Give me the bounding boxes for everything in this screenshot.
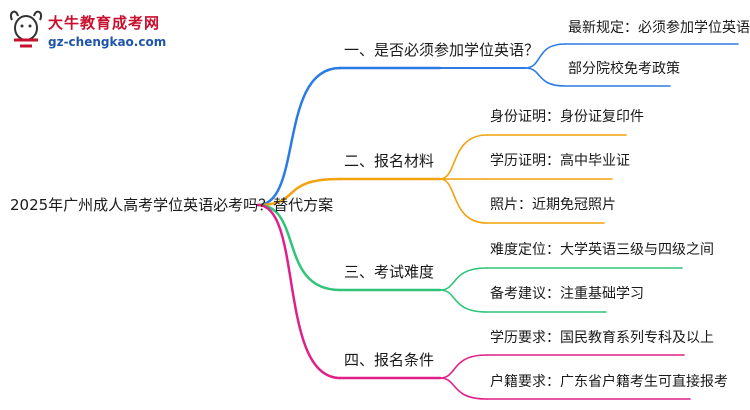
connector-line: [439, 267, 488, 291]
branch-label: 二、报名材料: [344, 152, 435, 170]
connector-line: [439, 289, 488, 313]
connector-line: [439, 178, 488, 224]
connector-line: [524, 67, 566, 87]
connector-line: [439, 354, 488, 379]
leaf-label: 户籍要求：广东省户籍考生可直接报考: [490, 374, 728, 390]
branch-label: 四、报名条件: [344, 351, 435, 369]
leaf-label: 学历要求：国民教育系列专科及以上: [490, 330, 714, 346]
leaf-label: 学历证明：高中毕业证: [490, 153, 630, 169]
connector-line: [439, 377, 488, 400]
logo-url: gz-chengkao.com: [48, 35, 167, 49]
connector-line: [439, 134, 488, 180]
connector-line: [256, 177, 342, 207]
leaf-label: 最新规定：必须参加学位英语考试: [568, 20, 750, 36]
connector-line: [256, 203, 342, 292]
leaf-label: 难度定位：大学英语三级与四级之间: [490, 242, 714, 258]
connector-line: [256, 203, 342, 380]
leaf-label: 身份证明：身份证复印件: [490, 109, 644, 125]
connector-line: [524, 43, 566, 69]
branch-label: 一、是否必须参加学位英语？: [344, 41, 540, 59]
leaf-label: 部分院校免考政策: [568, 61, 680, 77]
site-logo: 大牛教育成考网 gz-chengkao.com: [6, 4, 176, 54]
connector-line: [256, 66, 342, 207]
leaf-label: 备考建议：注重基础学习: [490, 286, 644, 302]
leaf-label: 照片：近期免冠照片: [490, 197, 616, 213]
ox-logo-icon: [9, 10, 43, 48]
logo-title: 大牛教育成考网: [48, 14, 161, 32]
branch-label: 三、考试难度: [344, 263, 435, 281]
root-topic: 2025年广州成人高考学位英语必考吗？替代方案: [10, 196, 334, 214]
